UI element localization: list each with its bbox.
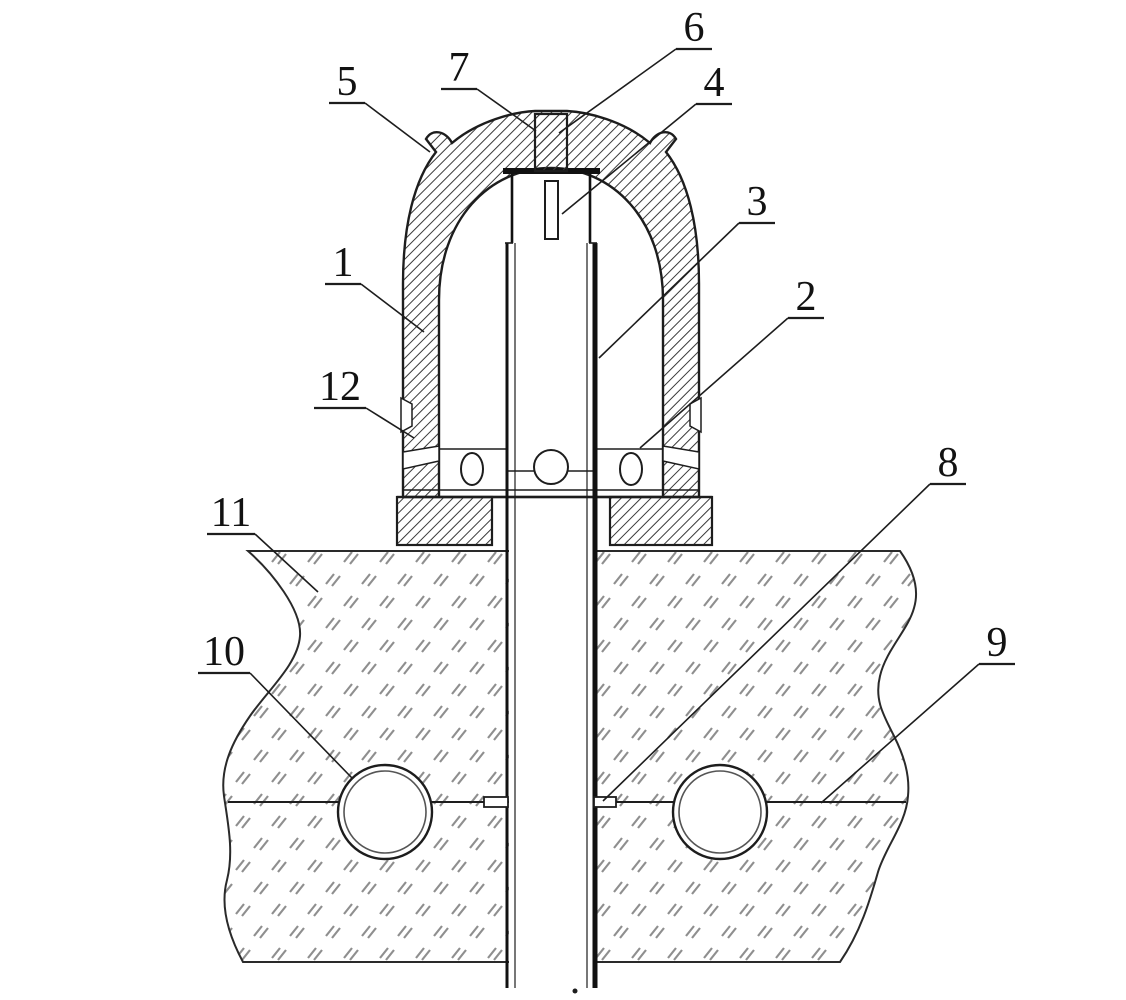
buried-pipe-left-inner	[343, 770, 427, 854]
callout-11: 11	[207, 490, 319, 593]
callout-8: 8	[602, 440, 966, 802]
callout-2-label: 2	[796, 274, 817, 320]
tube-tab-left	[483, 796, 509, 808]
callout-12: 12	[314, 364, 415, 439]
callout-5-label: 5	[337, 59, 358, 105]
wall-step-right	[689, 396, 702, 434]
callout-10: 10	[198, 629, 353, 779]
callout-4: 4	[561, 60, 732, 215]
flange-block-right	[608, 495, 714, 547]
callout-6-label: 6	[684, 5, 705, 51]
callout-12-leader	[365, 407, 415, 439]
callout-10-leader	[249, 672, 353, 779]
callout-10-label: 10	[203, 629, 245, 675]
callout-3-label: 3	[747, 179, 768, 225]
inner-slot	[544, 180, 559, 240]
callout-5-leader	[364, 102, 431, 153]
callout-7-leader	[476, 88, 537, 132]
ball-right	[619, 452, 643, 486]
apex-stem	[533, 112, 569, 173]
callout-2-leader	[639, 317, 789, 449]
callout-8-label: 8	[938, 440, 959, 486]
central-tube-interior	[509, 170, 593, 988]
seal-groove-right	[662, 445, 700, 470]
callout-4-leader	[561, 103, 697, 215]
callout-5: 5	[329, 59, 431, 153]
callout-7: 7	[441, 45, 537, 132]
callout-1-leader	[360, 283, 425, 333]
callout-3-leader	[598, 222, 740, 359]
callout-3: 3	[598, 179, 775, 359]
seal-groove-left	[402, 445, 440, 470]
callout-2: 2	[639, 274, 824, 449]
buried-pipe-right-inner	[678, 770, 762, 854]
callout-12-label: 12	[319, 364, 361, 410]
caption-dot	[572, 988, 578, 994]
callout-1: 1	[325, 240, 425, 333]
ball-center	[533, 449, 569, 485]
callout-9: 9	[820, 620, 1015, 804]
callout-4-label: 4	[704, 60, 725, 106]
callout-6: 6	[558, 5, 712, 134]
callout-7-label: 7	[449, 45, 470, 91]
callout-1-label: 1	[333, 240, 354, 286]
flange-block-left	[395, 495, 494, 547]
callout-9-label: 9	[987, 620, 1008, 666]
ball-left	[460, 452, 484, 486]
callout-9-leader	[820, 663, 980, 804]
wall-step-left	[400, 396, 413, 434]
callout-11-label: 11	[211, 490, 251, 536]
callout-6-leader	[558, 48, 677, 134]
callout-8-leader	[602, 483, 931, 802]
callout-11-leader	[254, 533, 319, 593]
tube-tab-right	[593, 796, 617, 808]
